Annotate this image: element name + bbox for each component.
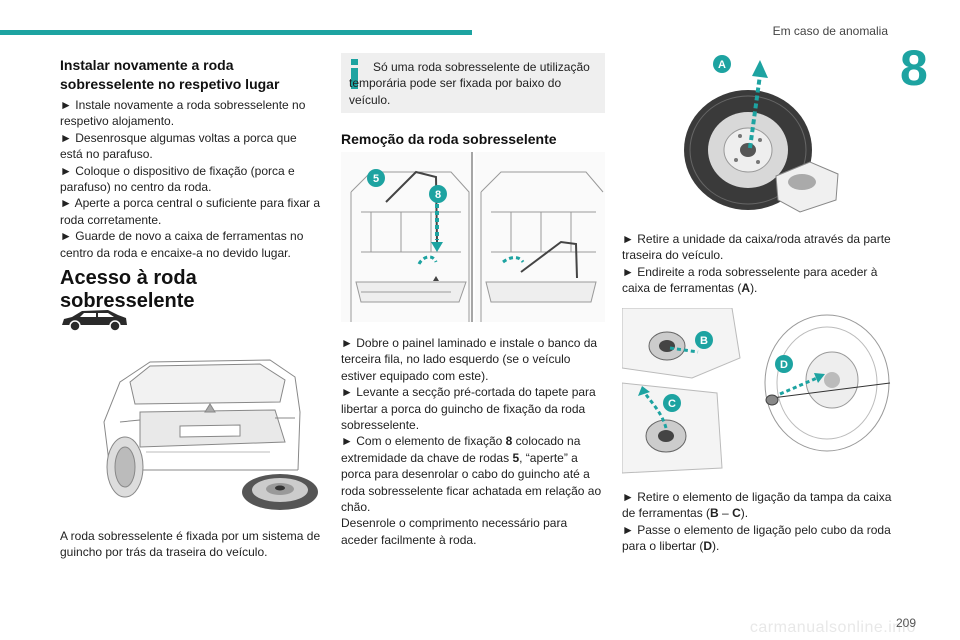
step-item: ► Coloque o dispositivo de fixação (porc… xyxy=(60,163,295,195)
bullet-arrow-icon: ► xyxy=(341,434,353,449)
link-steps: ► Retire o elemento de ligação da tampa … xyxy=(622,489,892,555)
step-item: ► Desenrosque algumas voltas a porca que… xyxy=(60,130,297,162)
chapter-title: Em caso de anomalia xyxy=(772,24,888,38)
label-5: 5 xyxy=(373,173,379,185)
toolbox-steps: ► Retire a unidade da caixa/roda através… xyxy=(622,231,892,297)
step-item: ► Aperte a porca central o suficiente pa… xyxy=(60,196,321,227)
label-d: D xyxy=(780,359,788,371)
step-item: ► Com o elemento de fixação 8 colocado n… xyxy=(341,434,602,515)
bullet-arrow-icon: ► xyxy=(622,232,634,246)
watermark: carmanualsonline.info xyxy=(749,619,916,636)
step-item: ► Retire o elemento de ligação da tampa … xyxy=(622,490,892,521)
chapter-number: 8 xyxy=(900,40,928,96)
bullet-arrow-icon: ► xyxy=(341,385,353,400)
reinstall-subheading: Instalar novamente a roda sobresselente … xyxy=(60,57,280,92)
step-item: ► Guarde de novo a caixa de ferramentas … xyxy=(60,229,304,260)
info-text: Só uma roda sobresselente de utilização … xyxy=(349,60,590,107)
bullet-arrow-icon: ► xyxy=(60,229,72,244)
bullet-arrow-icon: ► xyxy=(60,163,72,178)
bullet-arrow-icon: ► xyxy=(60,98,72,112)
label-b: B xyxy=(700,335,708,347)
step-item: ► Dobre o painel laminado e instale o ba… xyxy=(341,336,598,383)
info-icon xyxy=(349,59,360,89)
vehicle-rear-illustration xyxy=(103,359,318,510)
label-8: 8 xyxy=(435,189,441,201)
header-accent-bar xyxy=(0,30,472,35)
info-box: Só uma roda sobresselente de utilização … xyxy=(341,53,605,113)
spare-wheel-toolbox-illustration: A xyxy=(684,55,839,213)
page-number: 209 xyxy=(895,616,916,630)
bullet-arrow-icon: ► xyxy=(341,336,353,350)
label-c: C xyxy=(668,398,676,410)
car-silhouette-icon xyxy=(62,310,127,332)
step-item: ► Retire a unidade da caixa/roda através… xyxy=(622,232,891,263)
bullet-arrow-icon: ► xyxy=(622,490,634,504)
bullet-arrow-icon: ► xyxy=(60,130,72,145)
step-item: ► Passe o elemento de ligação pelo cubo … xyxy=(622,522,891,554)
step-item: ► Endireite a roda sobresselente para ac… xyxy=(622,264,878,296)
removal-steps: ► Dobre o painel laminado e instale o ba… xyxy=(341,335,605,548)
reinstall-steps: ► Instale novamente a roda sobresselente… xyxy=(60,97,322,261)
access-caption: A roda sobresselente é fixada por um sis… xyxy=(60,529,321,560)
removal-paragraph: Desenrole o comprimento necessário para … xyxy=(341,516,568,547)
step-item: ► Levante a secção pré-cortada do tapete… xyxy=(341,385,596,433)
bullet-arrow-icon: ► xyxy=(60,196,72,211)
access-section-title: Acesso à roda sobresselente xyxy=(60,267,197,312)
label-a: A xyxy=(718,59,726,71)
bullet-arrow-icon: ► xyxy=(622,522,634,537)
removal-subheading: Remoção da roda sobresselente xyxy=(341,131,557,147)
bullet-arrow-icon: ► xyxy=(622,264,634,279)
link-element-illustration: B C D xyxy=(622,308,891,474)
step-item: ► Instale novamente a roda sobresselente… xyxy=(60,98,306,129)
boot-winch-illustration: 5 8 xyxy=(341,152,605,322)
